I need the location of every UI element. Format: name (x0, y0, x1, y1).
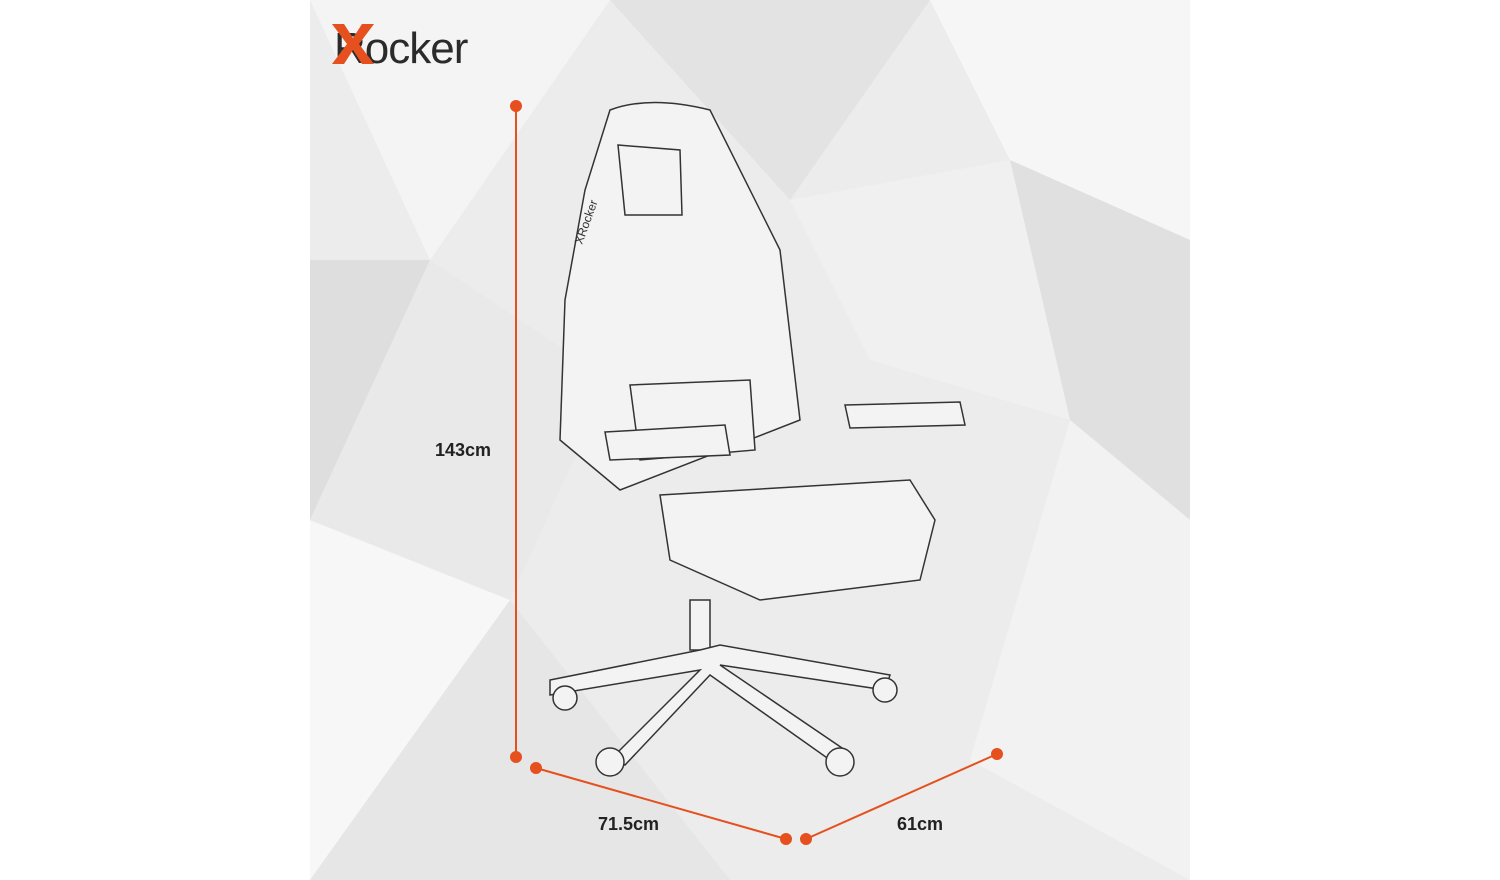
depth-label: 61cm (897, 814, 944, 834)
height-dimension-bottom-dot (510, 751, 522, 763)
left-armrest (604, 424, 731, 461)
caster (595, 747, 625, 777)
product-dimension-image: Rocker XRocker 143cm 71.5cm 61cm (310, 0, 1190, 880)
logo-x-mark (332, 24, 374, 64)
right-armrest (844, 401, 966, 429)
xrocker-logo: Rocker (332, 24, 468, 74)
caster (825, 747, 855, 777)
chair-drawing: XRocker (549, 101, 966, 777)
width-dimension-start-dot (530, 762, 542, 774)
height-label: 143cm (435, 440, 492, 460)
depth-dimension-start-dot (800, 833, 812, 845)
height-dimension-top-dot (510, 100, 522, 112)
dimension-lines (510, 100, 1003, 845)
caster (552, 685, 578, 711)
width-dimension-end-dot (780, 833, 792, 845)
depth-dimension-line (805, 753, 998, 840)
depth-dimension-end-dot (991, 748, 1003, 760)
headrest-pillow (617, 144, 683, 216)
caster (872, 677, 898, 703)
width-dimension-line (535, 767, 787, 840)
background-pattern (310, 0, 1190, 880)
seat (659, 479, 936, 601)
width-label: 71.5cm (598, 814, 660, 834)
